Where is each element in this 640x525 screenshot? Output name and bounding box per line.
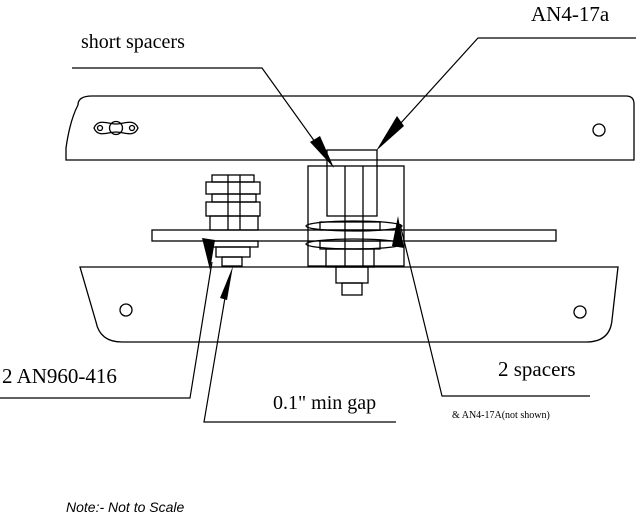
arrow-2-spacers	[392, 216, 404, 248]
center-bolt-stack	[305, 149, 405, 296]
arrow-short-spacers	[310, 136, 334, 168]
note-not-to-scale: Note:- Not to Scale	[66, 499, 185, 515]
lower-left-hole	[119, 303, 133, 317]
leader-short-spacers	[72, 67, 329, 161]
leader-an4-17a	[379, 37, 636, 147]
label-an4-17a-not-shown: & AN4-17A(not shown)	[452, 410, 550, 421]
arrow-an4-17a	[376, 116, 404, 151]
upper-nutplate-hole	[93, 120, 139, 136]
arrow-min-gap	[220, 266, 233, 300]
label-min-gap: 0.1" min gap	[273, 392, 377, 414]
arrow-an960-416	[202, 238, 215, 270]
lower-right-hole	[573, 305, 587, 319]
label-an960-416: 2 AN960-416	[2, 364, 117, 388]
upper-bracket	[65, 95, 635, 161]
label-short-spacers: short spacers	[81, 31, 185, 53]
leader-an960-416	[0, 261, 213, 399]
label-2-spacers: 2 spacers	[498, 357, 576, 381]
upper-right-hole	[592, 123, 606, 137]
leader-2-spacers	[399, 223, 590, 397]
left-washer-stack	[205, 174, 261, 267]
label-an4-17a: AN4-17a	[531, 2, 610, 26]
leader-min-gap	[203, 279, 396, 423]
lower-bracket	[79, 266, 619, 343]
